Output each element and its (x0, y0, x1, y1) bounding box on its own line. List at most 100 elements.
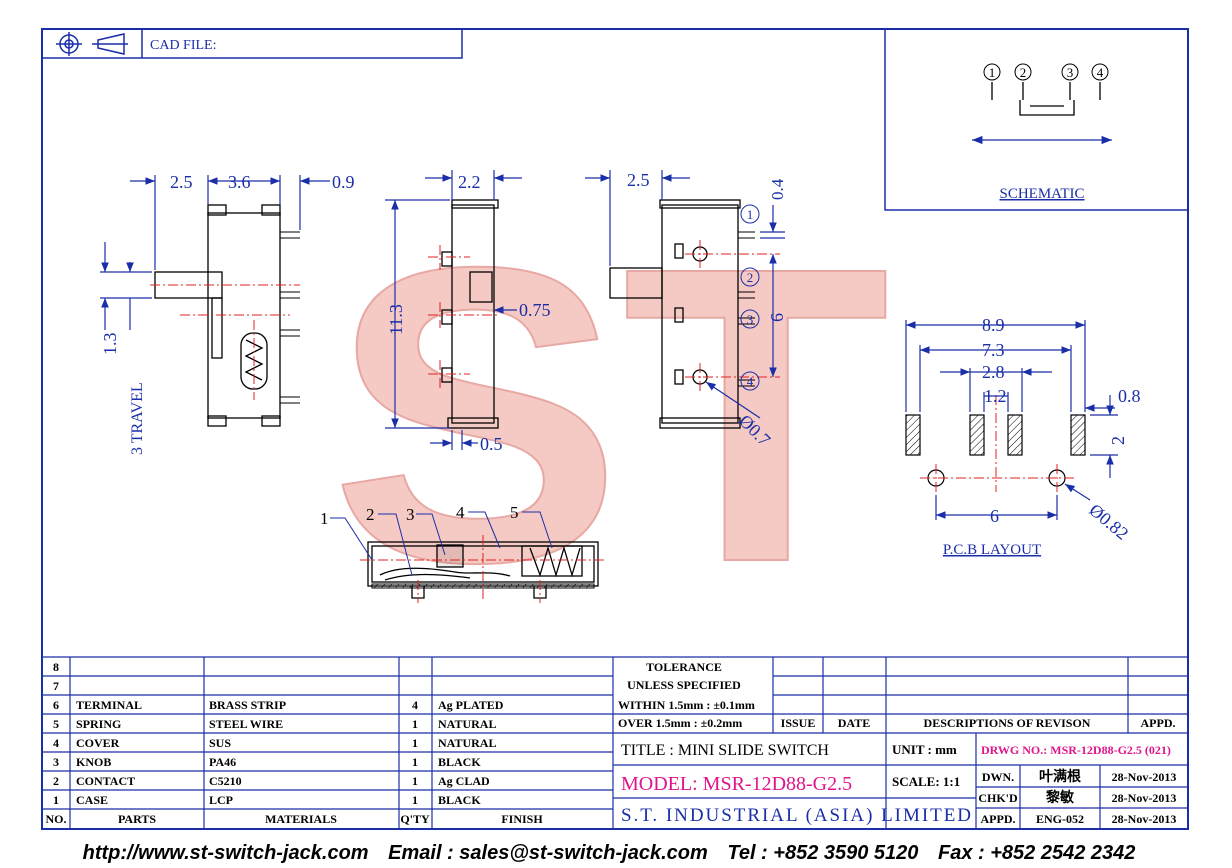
svg-text:SUS: SUS (209, 736, 231, 750)
svg-text:ISSUE: ISSUE (781, 716, 816, 730)
dim-2.5: 2.5 (170, 172, 193, 192)
schematic-terminal: 3 (1067, 65, 1074, 80)
svg-text:BRASS STRIP: BRASS STRIP (209, 698, 286, 712)
svg-text:NO.: NO. (46, 812, 67, 826)
dim-8.9: 8.9 (982, 315, 1005, 335)
svg-text:COVER: COVER (76, 736, 120, 750)
dim-2.2: 2.2 (458, 172, 481, 192)
svg-text:Ag PLATED: Ag PLATED (438, 698, 504, 712)
callout-2: 2 (366, 505, 375, 524)
svg-text:FINISH: FINISH (501, 812, 543, 826)
sheet-border (41, 28, 1189, 830)
dim-7.3: 7.3 (982, 340, 1005, 360)
dim-2: 2 (1108, 436, 1128, 445)
schematic-terminal: 1 (989, 65, 996, 80)
svg-text:DATE: DATE (838, 716, 870, 730)
dim-11.3: 11.3 (386, 304, 406, 335)
svg-text:3: 3 (53, 755, 59, 769)
svg-text:C5210: C5210 (209, 774, 242, 788)
svg-text:1: 1 (53, 793, 59, 807)
svg-text:WITHIN 1.5mm : ±0.1mm: WITHIN 1.5mm : ±0.1mm (618, 698, 755, 712)
right-terminal: 4 (747, 374, 754, 389)
pcb-label: P.C.B LAYOUT (943, 542, 1041, 558)
svg-text:4: 4 (53, 736, 59, 750)
projection-symbol-icon (56, 32, 128, 56)
dim-0.8: 0.8 (1118, 386, 1141, 406)
appd-name: ENG-052 (1036, 812, 1084, 826)
unit: UNIT : mm (892, 742, 957, 757)
svg-text:TOLERANCE: TOLERANCE (646, 660, 722, 674)
svg-text:Ag CLAD: Ag CLAD (438, 774, 490, 788)
callout-1: 1 (320, 509, 329, 528)
right-terminal: 2 (747, 270, 754, 285)
svg-text:BLACK: BLACK (438, 793, 481, 807)
website-link[interactable]: http://www.st-switch-jack.com (82, 842, 369, 864)
svg-text:MATERIALS: MATERIALS (265, 812, 337, 826)
fax-text: Fax : +852 2542 2342 (937, 842, 1136, 864)
svg-text:1: 1 (412, 755, 418, 769)
svg-text:PARTS: PARTS (118, 812, 156, 826)
dim-0.4: 0.4 (768, 178, 787, 200)
travel-label: 3 TRAVEL (129, 382, 146, 455)
dwn-label: DWN. (982, 770, 1014, 784)
right-terminal: 1 (747, 207, 754, 222)
dim-1.2: 1.2 (984, 386, 1007, 406)
dim-0.75: 0.75 (519, 300, 551, 320)
dim-6-right: 6 (767, 313, 787, 322)
svg-text:4: 4 (412, 698, 418, 712)
svg-text:7: 7 (53, 679, 59, 693)
svg-text:6: 6 (53, 698, 59, 712)
tel-text: Tel : +852 3590 5120 (727, 842, 919, 864)
side-view: 2.5 3.6 0.9 1.3 3 TRAVEL (100, 172, 355, 455)
svg-text:CONTACT: CONTACT (76, 774, 135, 788)
dwn-name: 叶满根 (1039, 768, 1082, 785)
model: MODEL: MSR-12D88-G2.5 (621, 773, 852, 795)
svg-text:STEEL WIRE: STEEL WIRE (209, 717, 283, 731)
drawing-number: DRWG NO.: MSR-12D88-G2.5 (021) (981, 743, 1171, 757)
section-view: 1 2 3 4 5 (320, 503, 605, 603)
schematic-box: 1 2 3 4 SCHEMATIC (884, 28, 1189, 211)
svg-text:PA46: PA46 (209, 755, 236, 769)
svg-text:CASE: CASE (76, 793, 108, 807)
dim-0.5: 0.5 (480, 434, 503, 454)
cad-file-label: CAD FILE: (150, 38, 217, 53)
company: S.T. INDUSTRIAL (ASIA) LIMITED (621, 805, 971, 826)
front-view: 2.2 11.3 0.75 0.5 (385, 170, 551, 454)
right-terminal: 3 (747, 312, 754, 327)
svg-text:NATURAL: NATURAL (438, 717, 496, 731)
dim-dia-0.82: Ø0.82 (1085, 500, 1132, 544)
svg-text:DESCRIPTIONS OF REVISON: DESCRIPTIONS OF REVISON (924, 716, 1091, 730)
svg-text:5: 5 (53, 717, 59, 731)
svg-text:LCP: LCP (209, 793, 233, 807)
pcb-layout: 8.9 7.3 2.8 1.2 0.8 2 6 Ø0.82 P.C.B LAYO… (905, 315, 1141, 558)
svg-text:2: 2 (53, 774, 59, 788)
svg-text:OVER 1.5mm : ±0.2mm: OVER 1.5mm : ±0.2mm (618, 716, 742, 730)
email-text: Email : sales@st-switch-jack.com (388, 842, 708, 864)
svg-text:1: 1 (412, 774, 418, 788)
scale: SCALE: 1:1 (892, 774, 960, 789)
schematic-terminal: 2 (1020, 65, 1027, 80)
callout-3: 3 (406, 505, 415, 524)
tolerance-block: TOLERANCE UNLESS SPECIFIED WITHIN 1.5mm … (618, 660, 1176, 730)
schematic-label: SCHEMATIC (999, 186, 1084, 202)
appd-label: APPD. (981, 812, 1016, 826)
title: TITLE : MINI SLIDE SWITCH (621, 742, 829, 759)
callout-5: 5 (510, 503, 519, 522)
dim-6-pcb: 6 (990, 506, 999, 526)
appd-date: 28-Nov-2013 (1112, 812, 1177, 826)
bom-table: 8 7 6 TERMINAL BRASS STRIP 4 Ag PLATED 5… (46, 660, 544, 826)
svg-text:8: 8 (53, 660, 59, 674)
chk-label: CHK'D (978, 791, 1018, 805)
dwn-date: 28-Nov-2013 (1112, 770, 1177, 784)
svg-text:1: 1 (412, 793, 418, 807)
title-block (42, 656, 1188, 829)
chk-name: 黎敏 (1046, 789, 1075, 806)
schematic-terminal: 4 (1097, 65, 1104, 80)
chk-date: 28-Nov-2013 (1112, 791, 1177, 805)
cad-file-box: CAD FILE: (41, 28, 463, 59)
dim-0.9: 0.9 (332, 172, 355, 192)
schematic-contacts (991, 82, 1101, 116)
svg-text:UNLESS SPECIFIED: UNLESS SPECIFIED (627, 678, 741, 692)
dim-1.3: 1.3 (100, 333, 120, 356)
svg-text:TERMINAL: TERMINAL (76, 698, 142, 712)
